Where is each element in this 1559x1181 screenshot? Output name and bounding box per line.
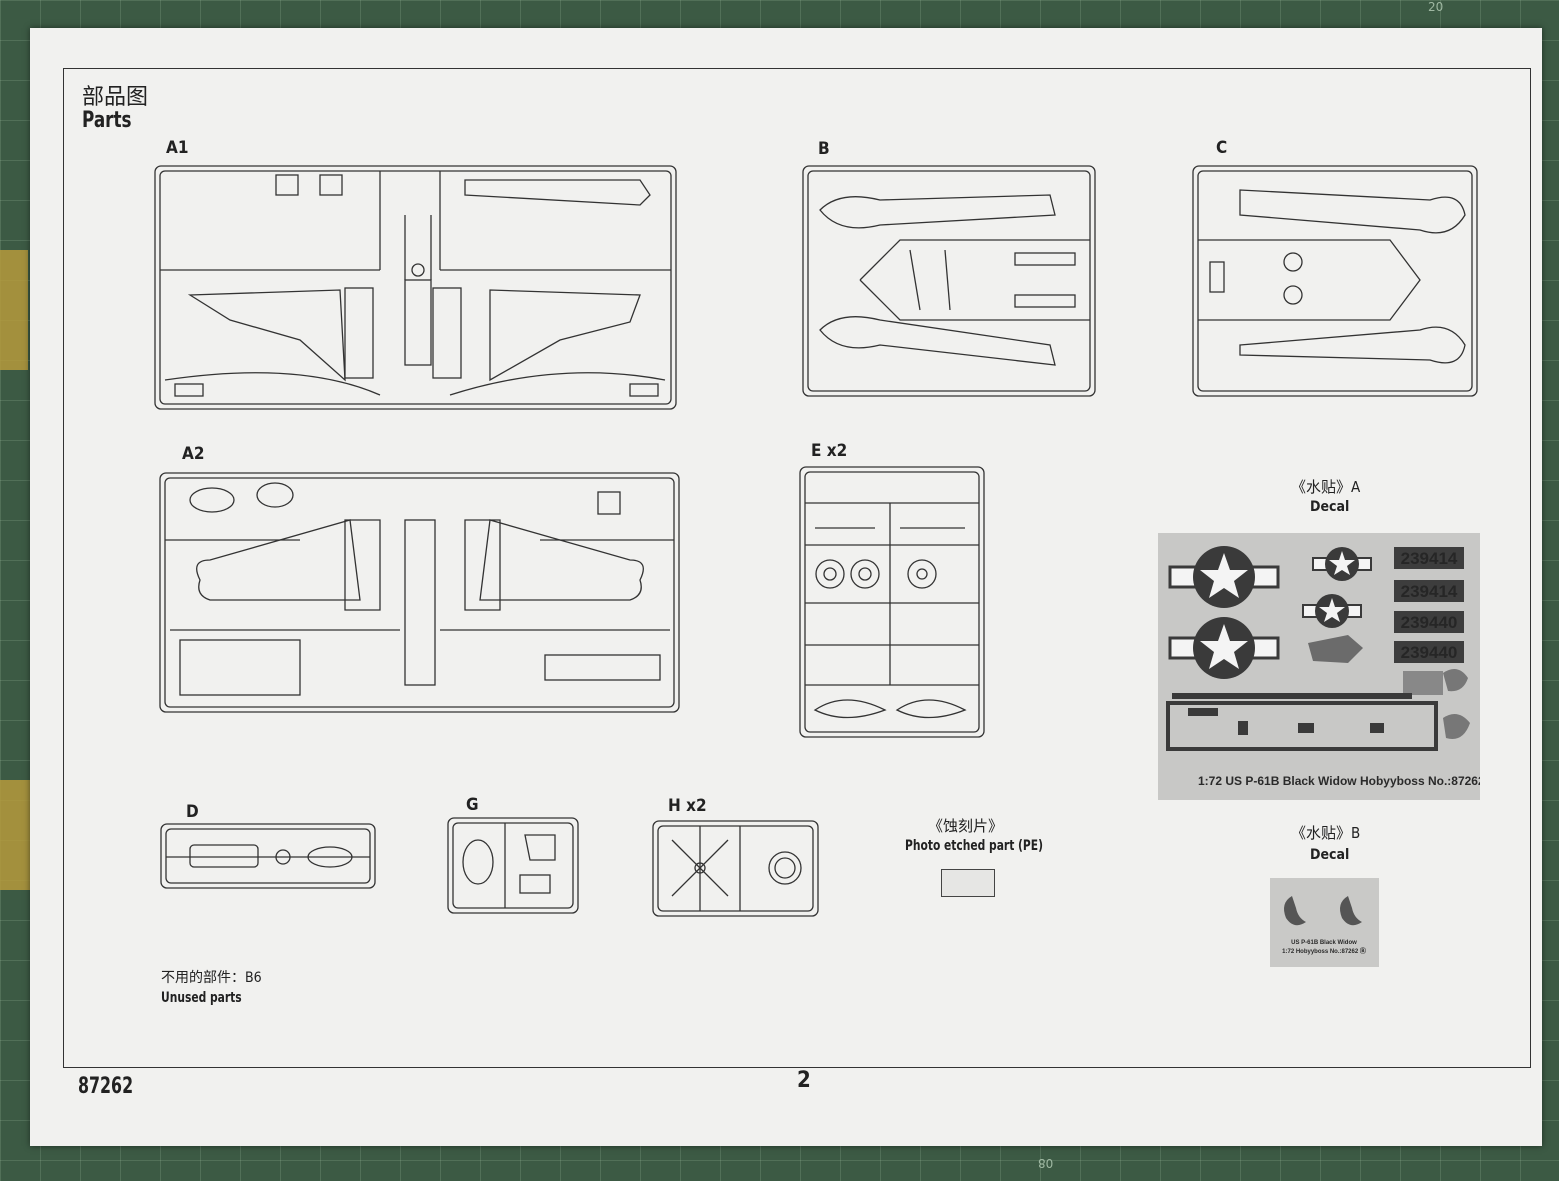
decal-b-caption-1: US P-61B Black Widow [1291,940,1357,946]
decal-b-title-cn: 《水贴》B [1291,824,1361,842]
page-frame [63,68,1531,1068]
decal-a-art: 239414 239414 239440 239440 1:72 US P-61… [1166,546,1500,788]
parts-title-cn: 部品图 [82,85,149,110]
parts-title-en: Parts [82,108,132,133]
sprue-g-drawing [447,817,579,914]
insignia-large-1 [1168,546,1280,608]
decal-b-caption-2: 1:72 Hobyyboss No.:87262 Ⓑ [1282,947,1366,955]
insignia-small-2 [1302,594,1362,628]
sprue-e-drawing [799,466,985,738]
sprue-label-e: E x2 [811,441,848,461]
page-number: 2 [797,1068,811,1093]
pe-title-cn: 《蚀刻片》 [928,817,1004,835]
unused-parts-cn: 不用的部件：B6 [161,970,262,986]
sprue-a2-drawing [159,472,680,713]
decal-sheet-a: 239414 239414 239440 239440 1:72 US P-61… [1158,533,1500,800]
insignia-small-1 [1312,547,1372,581]
sprue-b-drawing [802,165,1096,397]
sprue-a1-drawing [154,165,677,410]
product-code: 87262 [78,1074,134,1099]
photo-etched-fret [941,869,995,897]
decal-a-title-en: Decal [1310,499,1350,515]
decal-sheet-b: US P-61B Black Widow 1:72 Hobyyboss No.:… [1270,878,1379,967]
masking-tape-left-top [0,250,28,370]
serial-decal-1: 239414 [1401,549,1458,568]
sprue-h-drawing [652,820,819,917]
unused-parts-en: Unused parts [161,990,242,1006]
decal-b-title-en: Decal [1310,847,1350,863]
sprue-d-drawing [160,823,376,889]
mat-ruler-number-top: 20 [1428,0,1444,14]
sprue-label-d: D [186,802,199,822]
serial-decal-3: 239440 [1401,613,1458,632]
sprue-label-b: B [818,139,830,159]
sprue-label-g: G [466,795,479,815]
sprue-label-a2: A2 [182,444,205,464]
decal-a-title-cn: 《水贴》A [1291,478,1361,496]
insignia-large-2 [1168,617,1280,679]
serial-decal-4: 239440 [1401,643,1458,662]
sprue-label-c: C [1216,138,1228,158]
sprue-label-a1: A1 [166,138,189,158]
serial-decal-2: 239414 [1401,582,1458,601]
sprue-label-h: H x2 [668,796,707,816]
sprue-c-drawing [1192,165,1478,397]
pe-title-en: Photo etched part (PE) [905,838,1043,854]
decal-a-caption: 1:72 US P-61B Black Widow Hobyyboss No.:… [1198,773,1480,788]
decal-b-art: US P-61B Black Widow 1:72 Hobyyboss No.:… [1282,896,1366,955]
